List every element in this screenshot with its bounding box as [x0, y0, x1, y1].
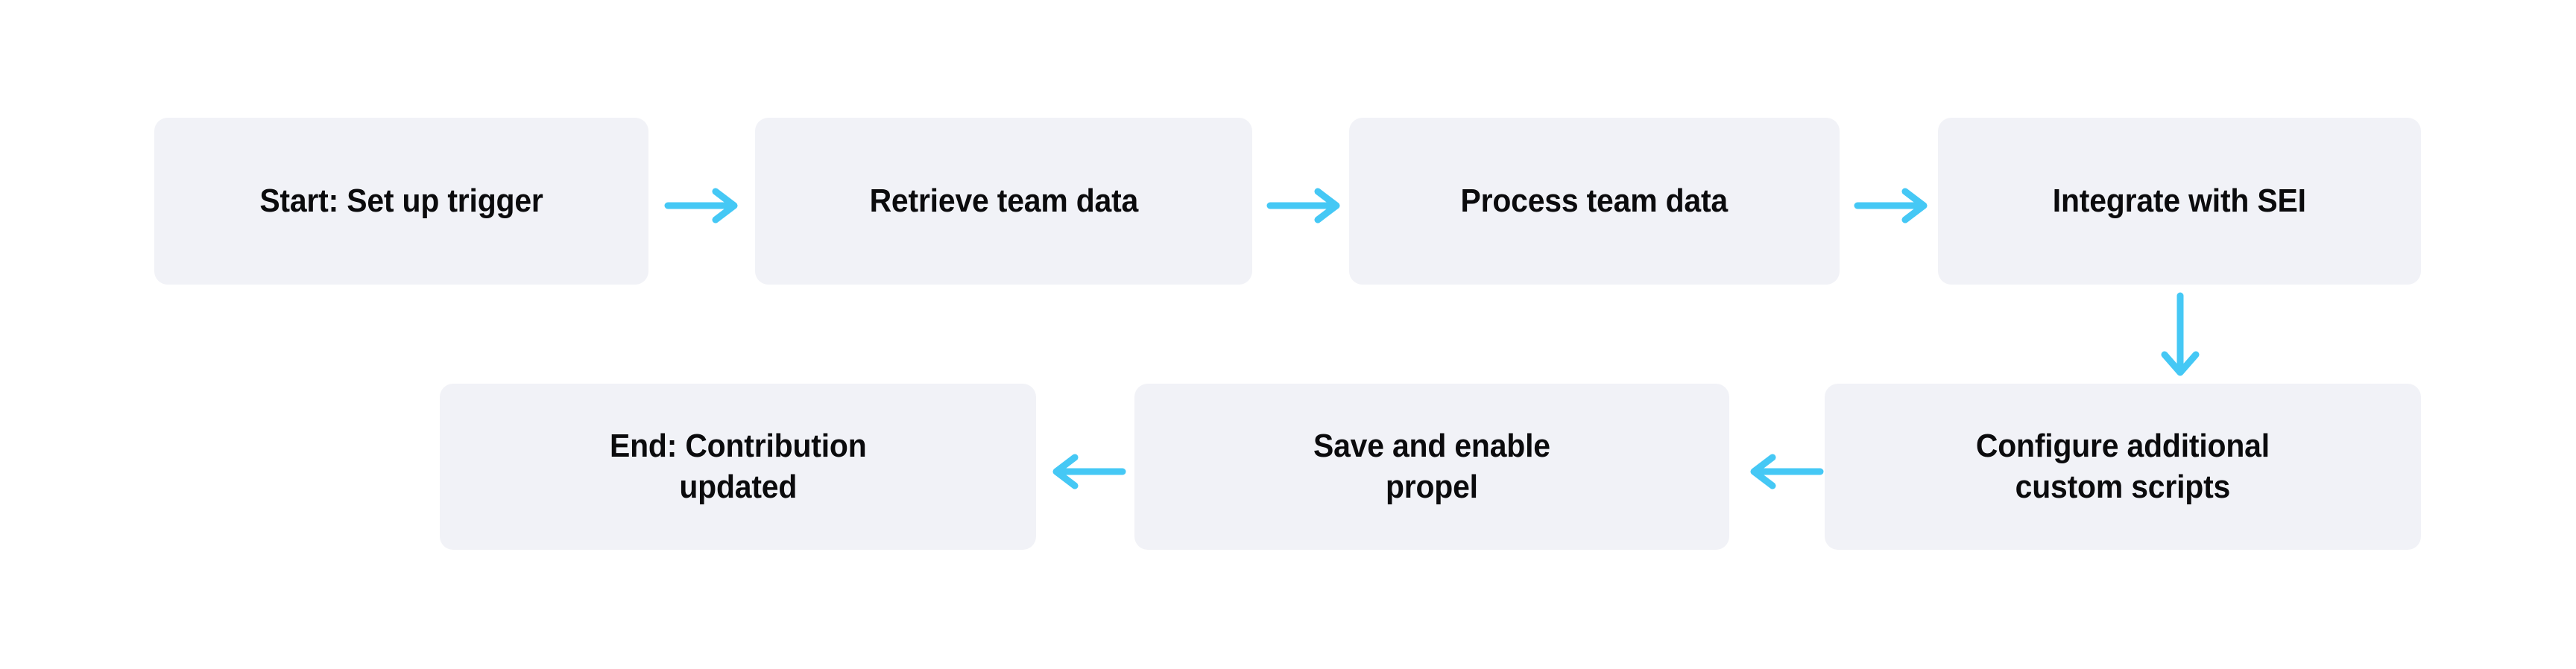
flow-node-process-team-data[interactable]: Process team data: [1349, 118, 1840, 285]
arrow-left-icon-save-to-end: [1046, 451, 1127, 492]
flow-node-process-team-data-label: Process team data: [1460, 182, 1729, 219]
flow-node-end-contribution-updated-label: End: Contribution updated: [609, 427, 867, 505]
flow-node-end-contribution-updated[interactable]: End: Contribution updated: [440, 384, 1036, 550]
flow-node-integrate-with-sei[interactable]: Integrate with SEI: [1938, 118, 2421, 285]
flow-node-save-and-enable-propel-label: Save and enable propel: [1313, 427, 1550, 505]
arrow-right-icon-start-to-retrieve: [663, 185, 744, 226]
flow-node-start-label: Start: Set up trigger: [259, 182, 543, 219]
arrow-right-icon-process-to-integrate: [1853, 185, 1933, 226]
flow-node-start[interactable]: Start: Set up trigger: [154, 118, 648, 285]
flow-node-configure-custom-scripts[interactable]: Configure additional custom scripts: [1825, 384, 2421, 550]
flow-node-retrieve-team-data[interactable]: Retrieve team data: [755, 118, 1252, 285]
flow-node-integrate-with-sei-label: Integrate with SEI: [2052, 182, 2306, 219]
arrow-right-icon-retrieve-to-process: [1266, 185, 1346, 226]
arrow-down-icon-integrate-to-configure: [2154, 292, 2206, 381]
flow-node-save-and-enable-propel[interactable]: Save and enable propel: [1134, 384, 1729, 550]
arrow-left-icon-configure-to-save: [1744, 451, 1825, 492]
flow-node-configure-custom-scripts-label: Configure additional custom scripts: [1975, 427, 2270, 505]
flow-node-retrieve-team-data-label: Retrieve team data: [869, 182, 1138, 219]
